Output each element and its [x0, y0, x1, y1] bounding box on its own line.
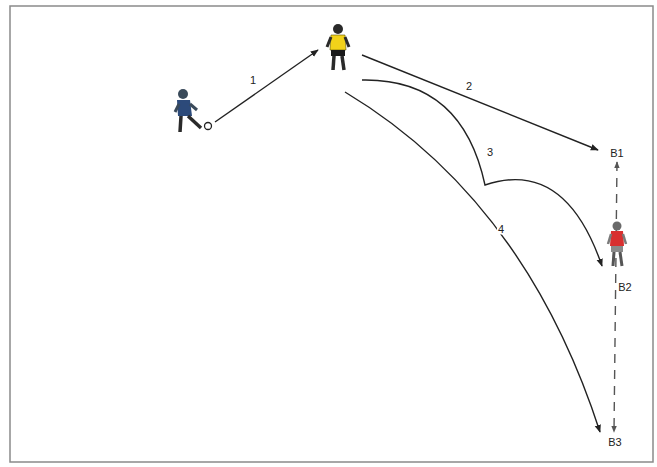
player-figure: [327, 24, 349, 70]
pass-arrow: [345, 92, 600, 432]
callout-number: 4: [497, 224, 505, 235]
pass-arrow: [215, 50, 318, 122]
callout-number: 3: [486, 147, 494, 158]
callout-number: 2: [465, 81, 473, 92]
pitch-border: [10, 6, 653, 462]
player-figure: [608, 222, 626, 267]
dashed-run: [614, 162, 617, 432]
callout-number: 1: [249, 75, 257, 86]
cone-label: B1: [609, 148, 624, 159]
player-figure: [175, 89, 212, 132]
cone-label: B3: [607, 437, 622, 448]
pass-arrow: [362, 55, 598, 150]
ball: [205, 123, 212, 130]
run-arrow: [362, 80, 602, 266]
cone-label: B2: [617, 282, 632, 293]
